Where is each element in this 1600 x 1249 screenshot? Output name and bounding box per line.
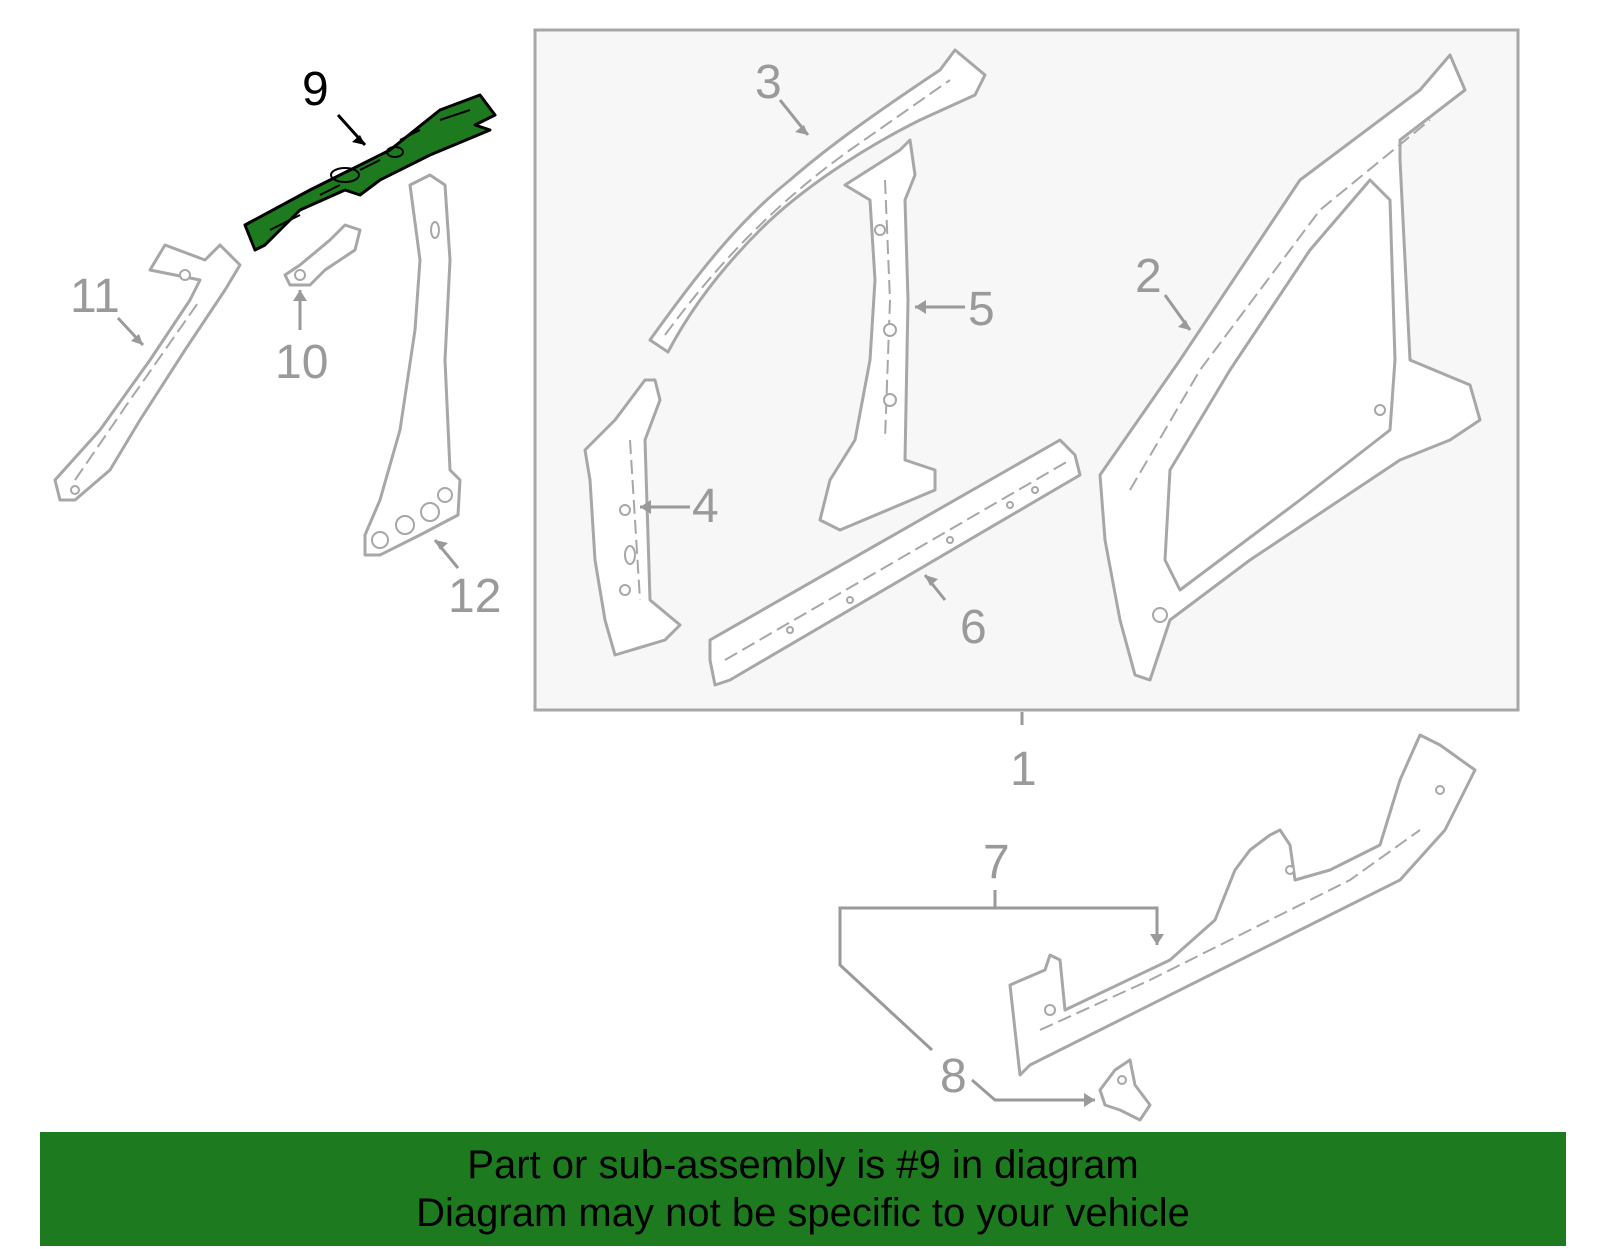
part-7-rocker-outer[interactable] (1008, 733, 1477, 1077)
part-2-aperture-panel[interactable] (1098, 53, 1482, 682)
callout-7: 7 (983, 836, 1010, 889)
part-6-rocker-inner[interactable] (708, 438, 1082, 687)
part-5-b-pillar[interactable] (818, 138, 937, 532)
callout-9: 9 (302, 63, 329, 116)
callout-6: 6 (960, 601, 987, 654)
callout-12: 12 (448, 570, 501, 623)
callout-4: 4 (692, 480, 719, 533)
part-11-upper-rail[interactable] (53, 243, 242, 502)
callout-5: 5 (968, 283, 995, 336)
callout-1: 1 (1010, 743, 1037, 796)
part-10-bracket[interactable] (283, 223, 362, 287)
callout-11: 11 (70, 270, 120, 323)
callout-2: 2 (1135, 250, 1162, 303)
part-4-a-pillar-lower[interactable] (583, 378, 682, 657)
callout-10: 10 (275, 336, 328, 389)
part-3-roof-rail[interactable] (648, 48, 987, 354)
part-9-highlighted-reinforcement[interactable] (243, 93, 497, 252)
part-12-a-pillar-inner[interactable] (363, 173, 462, 557)
info-banner: Part or sub-assembly is #9 in diagram Di… (40, 1132, 1566, 1246)
banner-line-2: Diagram may not be specific to your vehi… (416, 1191, 1190, 1235)
callout-3: 3 (755, 56, 782, 109)
callout-8: 8 (940, 1050, 967, 1103)
part-8-gusset[interactable] (1098, 1058, 1152, 1122)
arrow-heads (131, 125, 1190, 1107)
banner-line-1: Part or sub-assembly is #9 in diagram (467, 1143, 1139, 1187)
